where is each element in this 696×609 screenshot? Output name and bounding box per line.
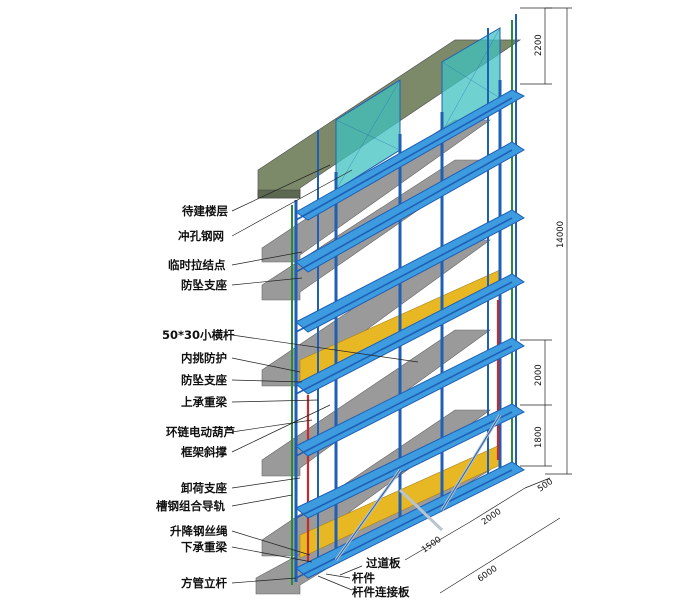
label-square-post: 方管立杆 [181, 576, 227, 590]
leader-lines [231, 164, 419, 591]
front-rails [295, 97, 513, 579]
label-lower-beam: 下承重梁 [181, 540, 227, 554]
dim-2200: 2200 [534, 34, 544, 56]
labels: 待建楼层 冲孔钢网 临时拉结点 防坠支座 50*30小横杆 内挑防护 防坠支座 … [156, 204, 410, 599]
label-unload-support: 卸荷支座 [181, 481, 227, 495]
label-perforated-mesh: 冲孔钢网 [178, 229, 224, 243]
label-frame-brace: 框架斜撑 [181, 445, 227, 459]
chain-hoists [306, 300, 500, 565]
dim-2000: 2000 [534, 364, 544, 386]
label-upper-beam: 上承重梁 [181, 395, 227, 409]
label-lift-rope: 升降钢丝绳 [170, 524, 228, 538]
dim-500: 500 [536, 477, 555, 495]
dim-2000b: 2000 [480, 507, 503, 528]
dim-1500: 1500 [420, 535, 443, 556]
label-crossbar: 50*30小横杆 [162, 328, 235, 342]
label-anti-fall-1: 防坠支座 [181, 278, 227, 292]
dim-1800: 1800 [534, 426, 544, 448]
dim-6000: 6000 [476, 564, 499, 585]
label-hoist: 环链电动葫芦 [166, 425, 235, 439]
label-inner-protect: 内挑防护 [181, 351, 227, 365]
label-temp-tie: 临时拉结点 [168, 258, 226, 272]
label-guide-rail: 槽钢组合导轨 [156, 499, 225, 513]
brace-3 [398, 488, 444, 532]
label-floor-to-build: 待建楼层 [182, 204, 228, 218]
dimension-lines [404, 7, 572, 594]
label-rod-connect: 杆件连接板 [352, 585, 410, 599]
slab-top-edge [257, 189, 301, 199]
label-rod: 杆件 [352, 571, 375, 585]
label-walk-board: 过道板 [366, 556, 401, 570]
dim-14000: 14000 [556, 221, 566, 248]
label-anti-fall-2: 防坠支座 [181, 373, 227, 387]
